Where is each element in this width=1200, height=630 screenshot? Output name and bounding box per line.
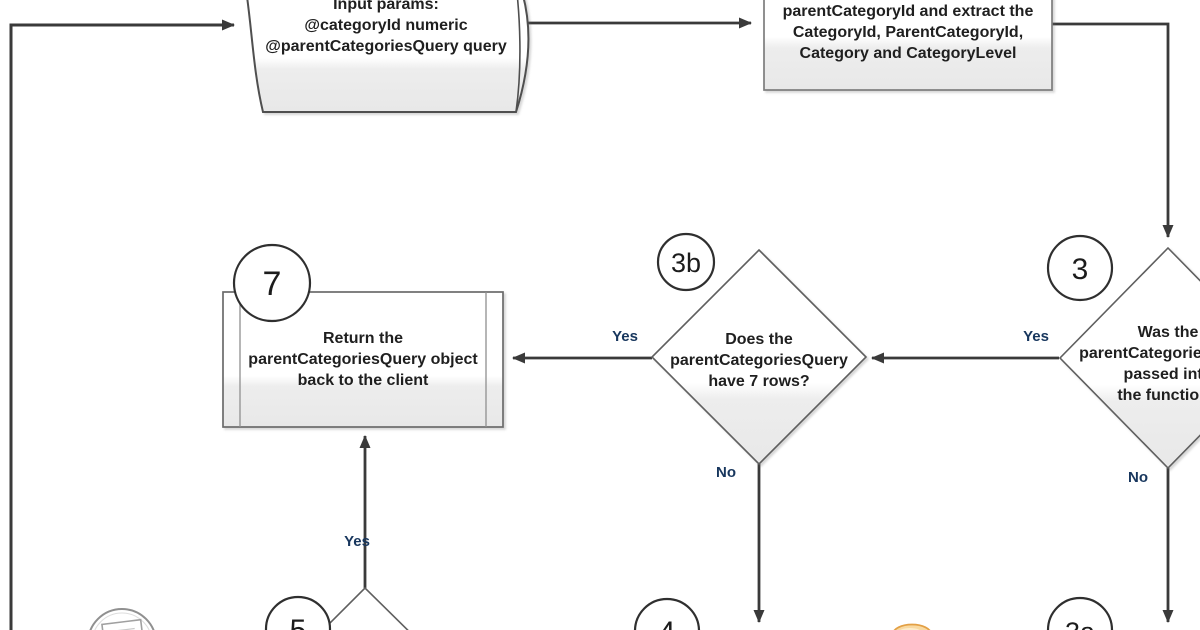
edge-start-to-input xyxy=(9,19,235,630)
text-line: the function? xyxy=(1117,387,1200,404)
badge-circle-7 xyxy=(232,243,312,323)
document-link-circle-inner xyxy=(94,612,150,630)
text-line: Input params: xyxy=(333,0,439,13)
input-params-shape-inner-curve xyxy=(515,0,521,113)
badge-label-7: 7 xyxy=(263,265,282,303)
rows-decision-shape xyxy=(650,248,868,466)
text-line: parentCategoriesQuery xyxy=(1079,345,1200,362)
badge-label-5: 5 xyxy=(290,614,307,630)
badge-circle-4 xyxy=(633,597,701,630)
text-line: have 7 rows? xyxy=(708,373,810,390)
badge-label-3b: 3b xyxy=(671,248,701,278)
document-icon xyxy=(101,618,146,630)
text-line: @parentCategoriesQuery query xyxy=(265,38,507,55)
extract-text: parentCategoryId and extract the Categor… xyxy=(766,1,1050,64)
badge-label-3: 3 xyxy=(1072,253,1089,286)
passed-decision-shape xyxy=(1058,246,1200,470)
edge-label-yes-rows-to-return: Yes xyxy=(612,328,638,345)
badge-circle-3 xyxy=(1046,234,1114,302)
extract-process-shape xyxy=(763,0,1053,91)
text-line: Category and CategoryLevel xyxy=(799,45,1017,62)
edge-extract-to-passed-decision xyxy=(1052,22,1174,238)
edge-label-yes-up-to-return: Yes xyxy=(344,533,370,550)
badge-label-4: 4 xyxy=(659,616,676,630)
text-line: @categoryId numeric xyxy=(304,17,468,34)
text-line: parentCategoriesQuery object xyxy=(248,351,478,368)
database-cylinder-icon xyxy=(893,623,931,630)
partial-decision-shape xyxy=(321,586,409,630)
return-process-text: Return the parentCategoriesQuery object … xyxy=(238,328,488,391)
text-line: Was the xyxy=(1137,324,1199,341)
badge-circle-3a xyxy=(1046,596,1114,630)
badge-circle-3b xyxy=(656,232,716,292)
badge-label-3a: 3a xyxy=(1065,617,1096,630)
text-line: Does the xyxy=(725,331,793,348)
edge-label-yes-passed-to-rows: Yes xyxy=(1023,328,1049,345)
text-line: parentCategoriesQuery xyxy=(670,352,848,369)
input-params-text: Input params: @categoryId numeric @paren… xyxy=(245,0,527,57)
rows-decision-text: Does the parentCategoriesQuery have 7 ro… xyxy=(654,329,864,392)
edge-label-no-passed: No xyxy=(1128,469,1148,486)
text-line: parentCategoryId and extract the xyxy=(782,3,1034,20)
text-line: passed into xyxy=(1123,366,1200,383)
text-line: Return the xyxy=(323,330,403,347)
edge-label-no-rows: No xyxy=(716,464,736,481)
text-line: CategoryId, ParentCategoryId, xyxy=(792,24,1024,41)
text-line: back to the client xyxy=(297,372,429,389)
badge-circle-5 xyxy=(264,595,332,630)
passed-decision-text: Was the parentCategoriesQuery passed int… xyxy=(1066,322,1200,406)
